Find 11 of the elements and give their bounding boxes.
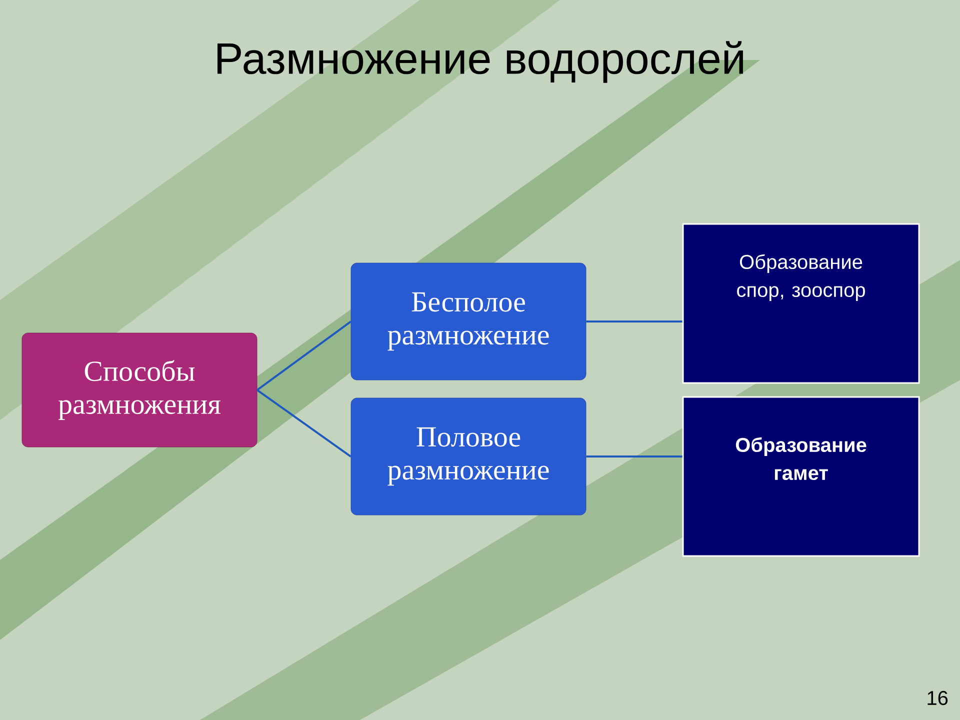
description-box: Образование гамет (682, 396, 920, 557)
connector-line (586, 456, 682, 458)
method-box: Способы размножения (22, 332, 258, 448)
type-box: Половое размножение (350, 398, 586, 516)
connector-line (256, 320, 352, 391)
slide-title: Размножение водорослей (218, 41, 743, 83)
description-box: Образование спор, зооспор (682, 223, 920, 384)
connector-line (586, 320, 682, 322)
connector-line (256, 389, 352, 458)
type-box: Бесполое размножение (350, 262, 586, 380)
page-number: 16 (928, 690, 948, 706)
